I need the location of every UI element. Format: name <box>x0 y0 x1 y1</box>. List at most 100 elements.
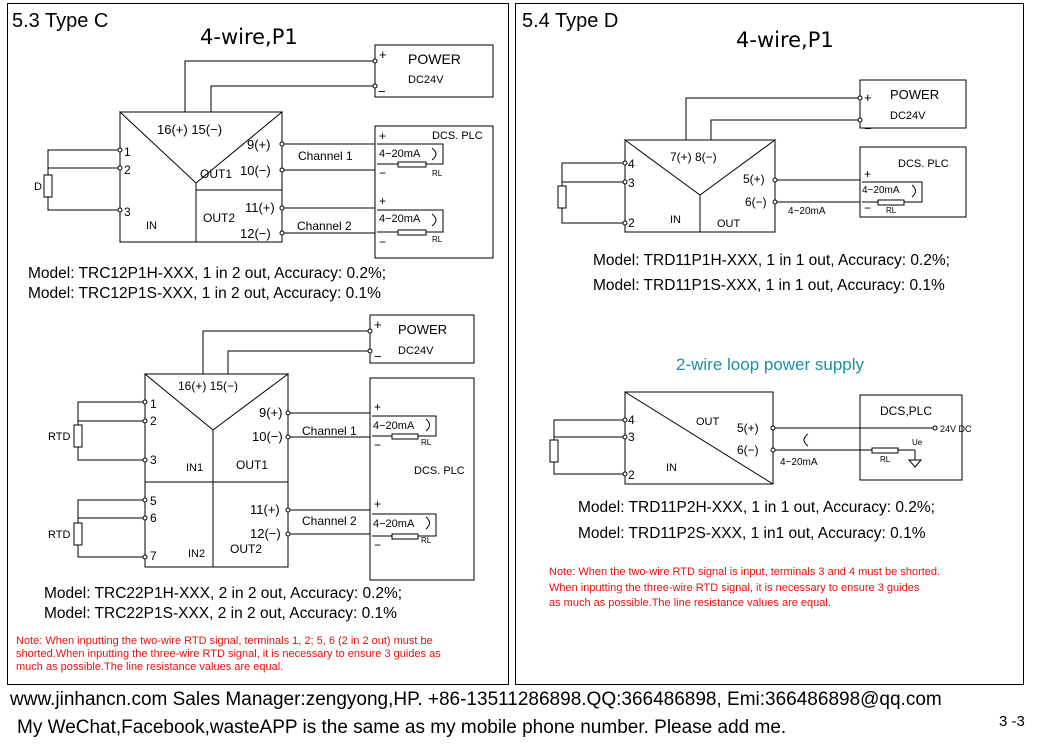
svg-text:4−20mA: 4−20mA <box>373 518 415 530</box>
svg-text:−: − <box>374 349 382 364</box>
type-d-title: 5.4 Type D <box>522 10 619 32</box>
svg-text:Channel 1: Channel 1 <box>302 424 357 438</box>
svg-text:5(+): 5(+) <box>737 421 759 435</box>
note-type-c: Note: When inputting the two-wire RTD si… <box>16 635 441 673</box>
footer-wechat: My WeChat,Facebook,wasteAPP is the same … <box>17 717 787 738</box>
svg-text:POWER: POWER <box>890 87 939 102</box>
svg-text:1: 1 <box>150 397 157 411</box>
footer-contact: www.jinhancn.com Sales Manager:zengyong,… <box>10 689 942 710</box>
svg-text:−: − <box>864 121 872 136</box>
svg-text:OUT: OUT <box>696 416 720 428</box>
svg-text:IN1: IN1 <box>186 462 203 474</box>
svg-text:Channel 1: Channel 1 <box>298 149 353 163</box>
svg-text:12(−): 12(−) <box>240 226 271 241</box>
svg-text:4−20mA: 4−20mA <box>373 420 415 432</box>
svg-text:DC24V: DC24V <box>408 74 444 86</box>
svg-text:12(−): 12(−) <box>250 526 281 541</box>
svg-text:+: + <box>374 497 381 511</box>
svg-text:+: + <box>379 47 387 62</box>
svg-text:RL: RL <box>432 235 443 244</box>
svg-text:−: − <box>374 538 381 552</box>
svg-text:RL: RL <box>421 438 432 447</box>
svg-text:−: − <box>379 166 386 180</box>
svg-text:4−20mA: 4−20mA <box>780 457 818 468</box>
svg-text:DCS. PLC: DCS. PLC <box>414 465 465 477</box>
note-type-d-3: as much as possible.The line resistance … <box>549 597 831 609</box>
svg-text:7(+) 8(−): 7(+) 8(−) <box>670 150 717 164</box>
svg-text:5: 5 <box>150 494 157 508</box>
svg-text:+: + <box>864 167 871 181</box>
model-line: Model: TRD11P1H-XXX, 1 in 1 out, Accurac… <box>593 252 950 269</box>
power-box-2 <box>369 314 475 364</box>
svg-text:+: + <box>379 129 386 143</box>
svg-text:OUT: OUT <box>717 218 741 230</box>
svg-text:DCS. PLC: DCS. PLC <box>432 130 483 142</box>
svg-text:16(+) 15(−): 16(+) 15(−) <box>157 122 222 137</box>
svg-text:−: − <box>379 235 386 249</box>
svg-text:D: D <box>34 181 42 193</box>
svg-text:9(+): 9(+) <box>247 137 270 152</box>
type-c-diagram-1 <box>43 44 494 259</box>
svg-text:5(+): 5(+) <box>743 172 765 186</box>
svg-text:Channel 2: Channel 2 <box>297 219 352 233</box>
model-line: Model: TRD11P1S-XXX, 1 in 1 out, Accurac… <box>593 277 945 294</box>
svg-text:4−20mA: 4−20mA <box>379 213 421 225</box>
svg-text:RTD: RTD <box>48 529 70 541</box>
left-panel-frame <box>7 3 509 685</box>
page-number: 3 -3 <box>999 713 1025 730</box>
model-line: Model: TRC12P1H-XXX, 1 in 2 out, Accurac… <box>28 265 387 282</box>
note-type-d-1: Note: When the two-wire RTD signal is in… <box>549 566 941 578</box>
svg-text:10(−): 10(−) <box>240 163 271 178</box>
svg-text:11(+): 11(+) <box>250 502 280 517</box>
svg-text:POWER: POWER <box>408 51 461 67</box>
svg-text:6: 6 <box>150 511 157 525</box>
svg-text:2: 2 <box>150 414 157 428</box>
svg-text:9(+): 9(+) <box>259 405 282 420</box>
svg-text:4: 4 <box>628 413 635 427</box>
svg-text:−: − <box>864 201 871 215</box>
svg-text:16(+) 15(−): 16(+) 15(−) <box>178 379 238 393</box>
svg-text:2: 2 <box>628 216 635 230</box>
svg-text:4−20mA: 4−20mA <box>788 206 826 217</box>
right-panel-frame <box>515 3 1024 685</box>
svg-text:OUT1: OUT1 <box>200 167 232 181</box>
dcs-plc-box <box>374 125 494 259</box>
model-line: Model: TRC22P1S-XXX, 2 in 2 out, Accurac… <box>44 605 397 622</box>
model-line: Model: TRC22P1H-XXX, 2 in 2 out, Accurac… <box>44 585 403 602</box>
type-c-subtitle: 4-wire,P1 <box>200 25 298 49</box>
svg-text:24V DC: 24V DC <box>940 424 972 434</box>
svg-text:Channel 2: Channel 2 <box>302 514 357 528</box>
svg-text:OUT2: OUT2 <box>203 211 235 225</box>
svg-text:IN: IN <box>670 214 681 226</box>
model-line: Model: TRD11P2H-XXX, 1 in 1 out, Accurac… <box>578 499 935 516</box>
svg-text:10(−): 10(−) <box>252 429 283 444</box>
svg-text:6(−): 6(−) <box>737 443 759 457</box>
svg-text:4−20mA: 4−20mA <box>379 148 421 160</box>
svg-text:+: + <box>374 317 382 332</box>
svg-text:RL: RL <box>421 536 432 545</box>
svg-text:RL: RL <box>886 206 897 215</box>
svg-text:RTD: RTD <box>48 431 70 443</box>
svg-text:+: + <box>864 90 872 105</box>
type-c-diagram-2 <box>73 314 475 581</box>
module-body <box>119 111 283 243</box>
note-type-d-2: When inputting the three-wire RTD signal… <box>549 582 920 594</box>
svg-text:POWER: POWER <box>398 322 447 337</box>
svg-text:OUT2: OUT2 <box>230 542 262 556</box>
svg-text:−: − <box>378 84 386 99</box>
svg-text:7: 7 <box>150 549 157 563</box>
svg-text:3: 3 <box>628 430 635 444</box>
svg-text:3: 3 <box>150 453 157 467</box>
svg-text:11(+): 11(+) <box>245 200 275 215</box>
svg-text:DCS,PLC: DCS,PLC <box>880 404 932 418</box>
svg-text:IN2: IN2 <box>188 548 205 560</box>
power-box <box>374 44 494 98</box>
svg-text:3: 3 <box>628 176 635 190</box>
type-d-diagram-2 <box>549 391 963 485</box>
svg-text:RL: RL <box>880 455 891 464</box>
svg-text:1: 1 <box>124 145 131 159</box>
svg-text:DC24V: DC24V <box>398 345 434 357</box>
svg-text:IN: IN <box>146 220 157 232</box>
svg-text:DC24V: DC24V <box>890 110 926 122</box>
